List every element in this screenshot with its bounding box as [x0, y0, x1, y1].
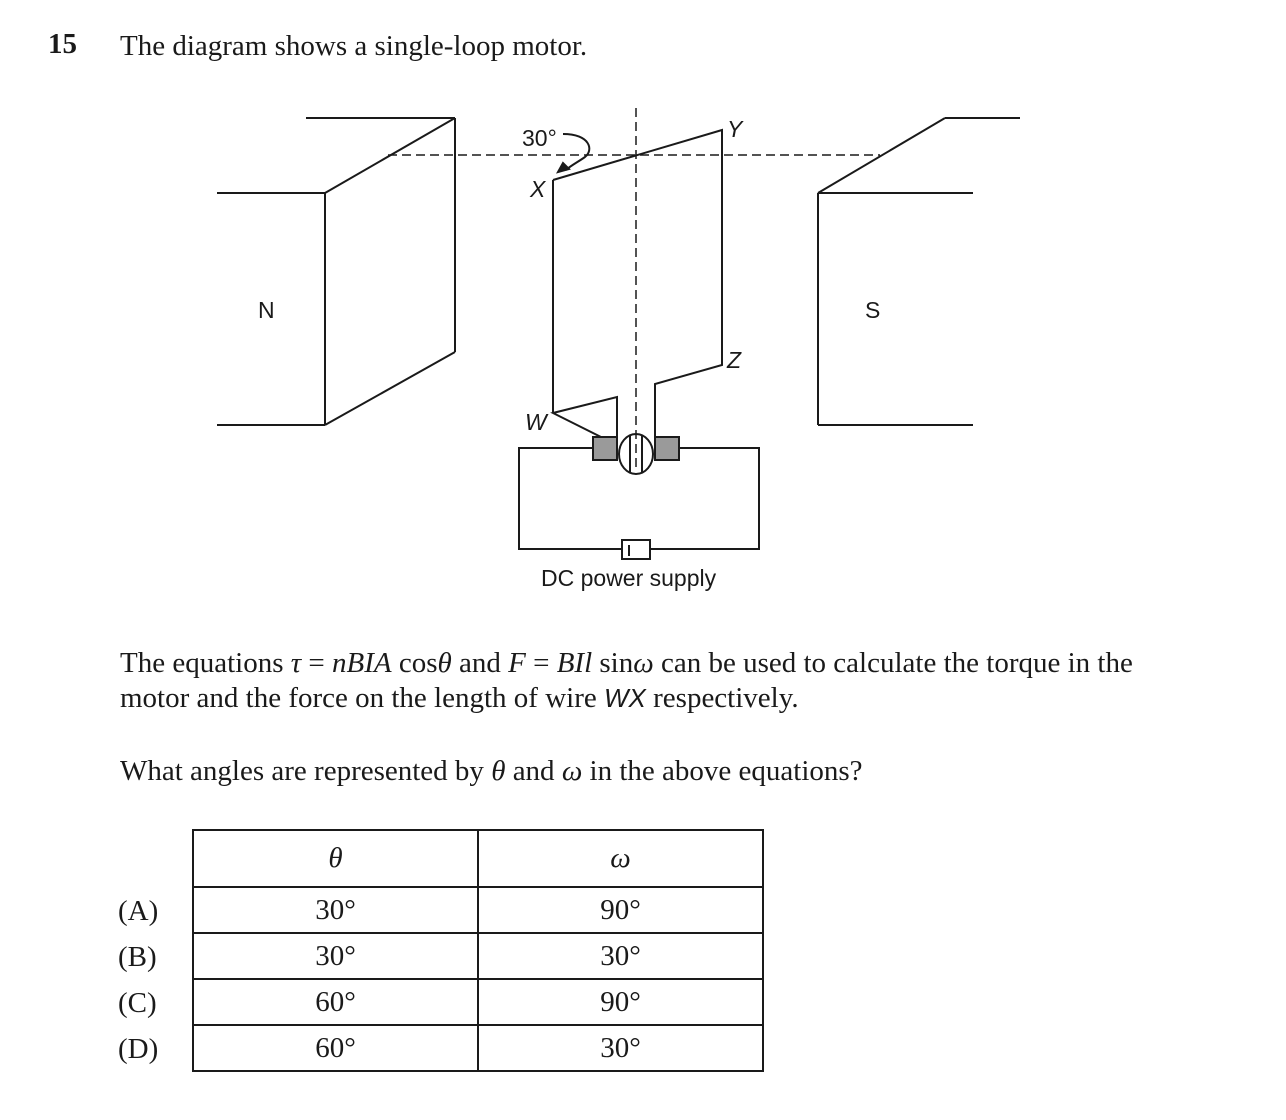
corner-w-label: W: [525, 409, 549, 435]
option-label-a[interactable]: (A): [118, 895, 159, 927]
brush-right: [654, 436, 680, 461]
question-stem: The diagram shows a single-loop motor.: [120, 30, 588, 62]
cell-theta-a: 30°: [192, 886, 479, 934]
field-reference-lines: [388, 108, 880, 470]
south-label: S: [865, 297, 880, 323]
cell-theta-d: 60°: [192, 1024, 479, 1072]
cell-omega-b: 30°: [477, 932, 764, 980]
angle-arc: [562, 133, 591, 171]
table-row: 30° 90°: [192, 886, 764, 934]
option-labels: (A) (B) (C) (D): [118, 888, 158, 1072]
equations-paragraph: The equations τ = nBIA cosθ and F = BIl …: [120, 647, 1133, 714]
motor-diagram: N S 30° X Y Z W DC power supply: [217, 108, 1020, 591]
option-label-d[interactable]: (D): [118, 1033, 159, 1065]
header-theta: θ: [192, 829, 479, 888]
cell-omega-c: 90°: [477, 978, 764, 1026]
table-row: 60° 90°: [192, 978, 764, 1026]
brush-left: [592, 436, 618, 461]
cell-theta-c: 60°: [192, 978, 479, 1026]
header-omega: ω: [477, 829, 764, 888]
option-label-c[interactable]: (C): [118, 987, 157, 1019]
cell-omega-d: 30°: [477, 1024, 764, 1072]
south-magnet: [817, 117, 1020, 426]
question-prompt: What angles are represented by θ and ω i…: [120, 755, 863, 787]
corner-y-label: Y: [727, 116, 744, 142]
table-header-row: θ ω: [192, 829, 764, 888]
dc-supply-symbol: [621, 539, 651, 560]
cell-omega-a: 90°: [477, 886, 764, 934]
corner-x-label: X: [529, 176, 547, 202]
answer-table: θ ω 30° 90° 30° 30° 60° 90° 60° 30°: [192, 829, 764, 1072]
question-number: 15: [48, 28, 77, 60]
circuit-wire: [518, 447, 760, 550]
cell-theta-b: 30°: [192, 932, 479, 980]
table-row: 60° 30°: [192, 1024, 764, 1072]
north-magnet: [217, 117, 456, 426]
dc-supply-label: DC power supply: [541, 565, 717, 591]
option-label-b[interactable]: (B): [118, 941, 157, 973]
commutator: [618, 433, 654, 475]
corner-z-label: Z: [726, 347, 742, 373]
north-label: N: [258, 297, 275, 323]
coil-loop: [550, 128, 723, 447]
angle-label: 30°: [522, 125, 557, 151]
table-row: 30° 30°: [192, 932, 764, 980]
